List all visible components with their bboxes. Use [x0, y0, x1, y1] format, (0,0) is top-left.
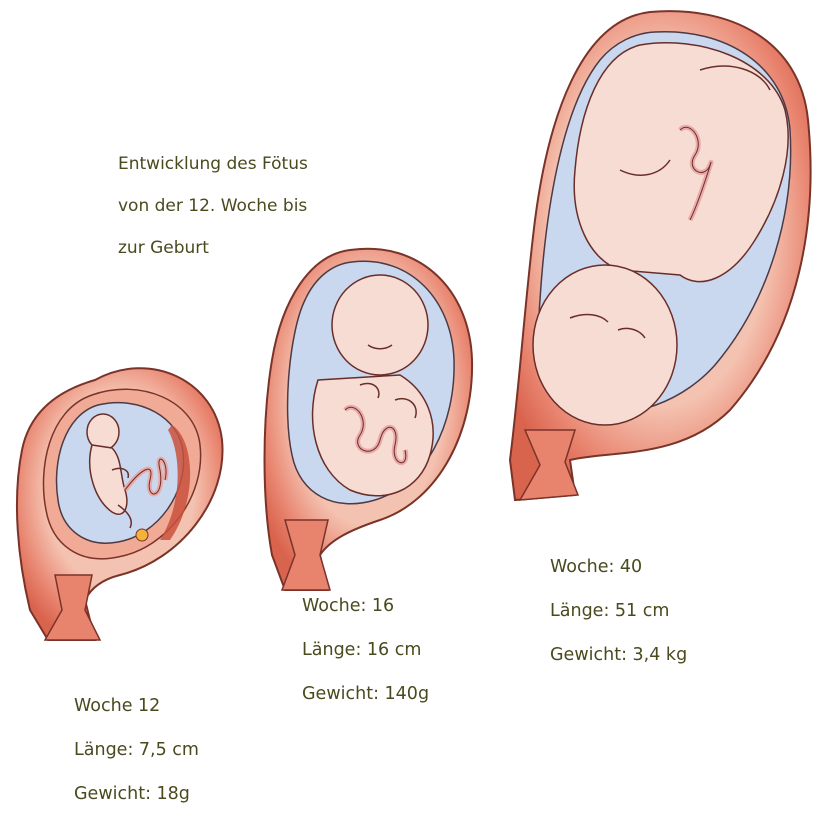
- weight-label: Gewicht: 140g: [302, 683, 429, 705]
- week-label: Woche 12: [74, 695, 199, 717]
- length-label: Länge: 7,5 cm: [74, 739, 199, 761]
- week-label: Woche: 16: [302, 595, 429, 617]
- title-line-3: zur Geburt: [118, 238, 209, 258]
- weight-label: Gewicht: 3,4 kg: [550, 644, 687, 666]
- title-line-2: von der 12. Woche bis: [118, 196, 307, 216]
- stage-label-week-16: Woche: 16 Länge: 16 cm Gewicht: 140g: [302, 573, 429, 727]
- diagram-title: Entwicklung des Fötus von der 12. Woche …: [118, 133, 308, 259]
- week-label: Woche: 40: [550, 556, 687, 578]
- uterus-week-40: [510, 11, 811, 500]
- length-label: Länge: 16 cm: [302, 639, 429, 661]
- stage-label-week-12: Woche 12 Länge: 7,5 cm Gewicht: 18g: [74, 673, 199, 827]
- weight-label: Gewicht: 18g: [74, 783, 199, 805]
- uterus-week-16: [265, 249, 473, 590]
- title-line-1: Entwicklung des Fötus: [118, 154, 308, 174]
- stage-label-week-40: Woche: 40 Länge: 51 cm Gewicht: 3,4 kg: [550, 534, 687, 688]
- uterus-week-12: [17, 368, 223, 640]
- length-label: Länge: 51 cm: [550, 600, 687, 622]
